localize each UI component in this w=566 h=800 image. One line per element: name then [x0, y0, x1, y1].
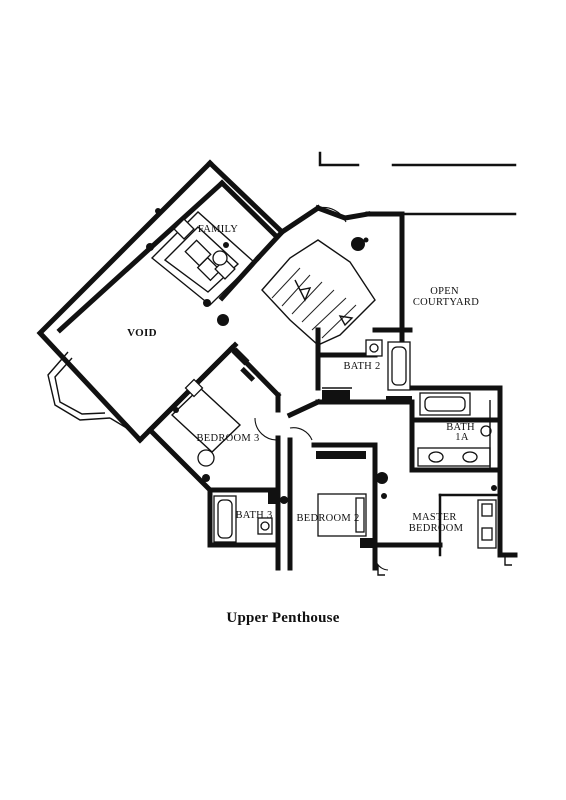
family-furniture: [146, 208, 256, 326]
bath-3-fixtures: [213, 492, 288, 543]
label-bath-2: BATH 2: [343, 361, 380, 372]
label-master-bedroom: MASTER BEDROOM: [409, 512, 464, 534]
plan-caption: Upper Penthouse: [226, 610, 340, 626]
outer-walls: [36, 159, 518, 571]
label-bath-1a: BATH 1A: [446, 422, 478, 443]
bedroom-2-fixtures: [289, 427, 389, 576]
bath-2-fixtures: [322, 339, 412, 404]
label-family: FAMILY: [198, 224, 238, 235]
bedroom-3-fixtures: [170, 347, 279, 482]
label-bedroom-2: BEDROOM 2: [296, 513, 359, 524]
master-bedroom-fixtures: [439, 499, 512, 566]
bath-1a-fixtures: [417, 392, 497, 491]
label-open-courtyard: OPEN COURTYARD: [413, 286, 479, 308]
bay-window: [47, 351, 131, 431]
label-bath-3: BATH 3: [235, 510, 272, 521]
room-labels: FAMILY VOID OPEN COURTYARD BATH 2 BATH 1…: [127, 224, 479, 534]
staircase: [261, 239, 376, 346]
exterior-edges: [318, 151, 517, 216]
label-void: VOID: [127, 327, 157, 339]
label-bedroom-3: BEDROOM 3: [196, 433, 259, 444]
corridor-fixtures: [317, 206, 369, 251]
